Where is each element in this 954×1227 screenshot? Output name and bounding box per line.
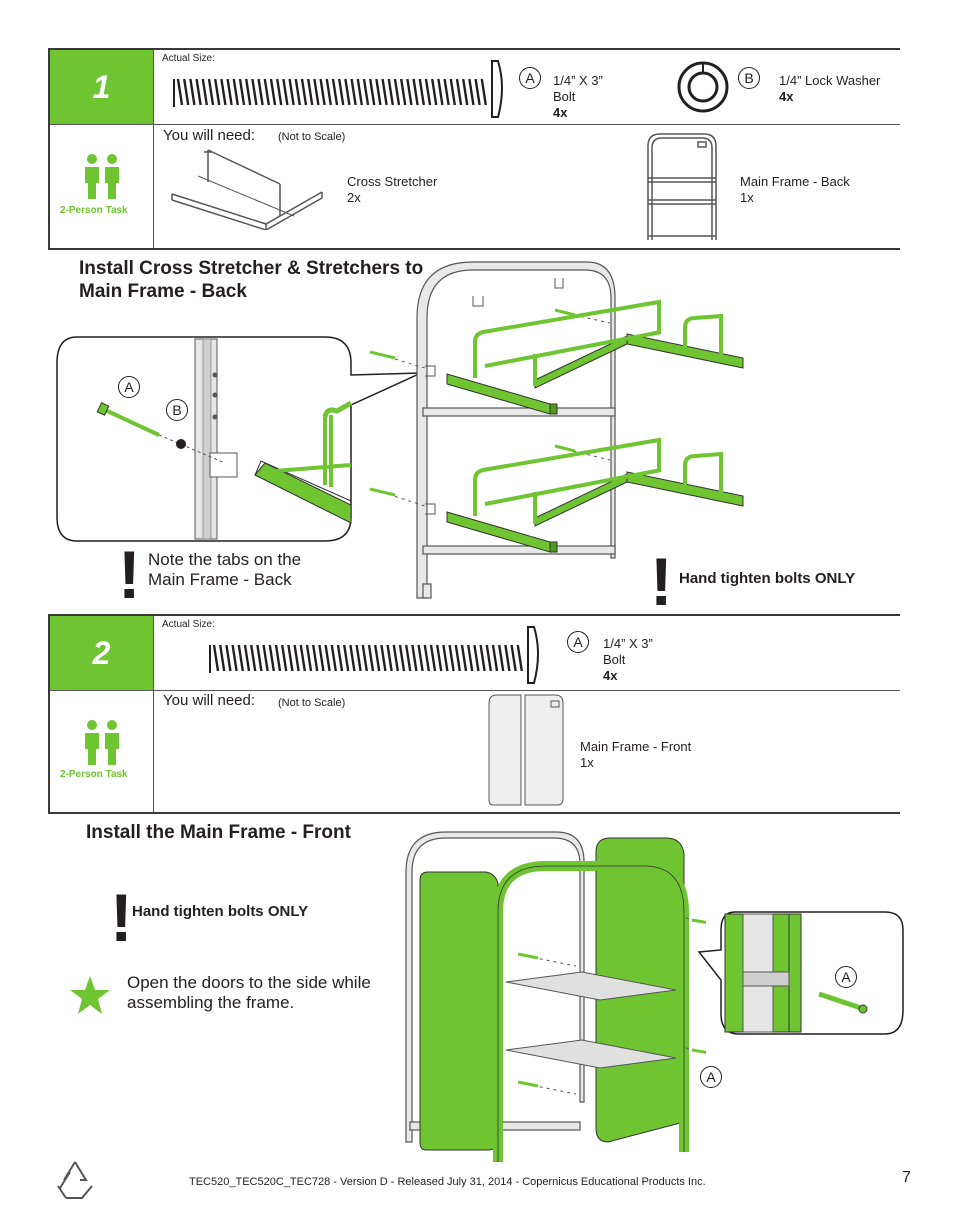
main-frame-front-thumbnail [488,694,564,806]
actual-size-label: Actual Size: [162,619,215,630]
tip-line: assembling the frame. [127,993,295,1012]
item-name: Main Frame - Back [740,174,850,189]
main-frame-front-item: Main Frame - Front 1x [580,739,691,771]
step-2-assembly-drawing [405,831,706,1162]
step-2-heading: Install the Main Frame - Front [86,822,351,843]
step-1-panel: 1 Actual Size: A 1/4” X 3” Bolt 4x B 1/4… [48,48,900,250]
callout-b-badge: B [166,399,188,421]
step-1-assembly-drawing [369,261,744,599]
part-a-desc: 1/4” X 3” Bolt 4x [603,636,653,684]
step-number: 1 [50,50,153,124]
you-will-need-label: You will need: [163,127,256,144]
hand-tighten-warning: Hand tighten bolts ONLY [132,903,309,920]
step-1-heading: Install Cross Stretcher & Stretchers to … [79,257,423,303]
cross-stretcher-item: Cross Stretcher 2x [347,174,437,206]
actual-size-label: Actual Size: [162,53,215,64]
callout-a-badge: A [118,376,140,398]
cross-stretcher-thumbnail [171,149,323,230]
part-a-badge: A [519,67,541,89]
item-qty: 1x [740,190,754,205]
step-number: 2 [50,616,153,690]
part-a-size: 1/4” X 3” [553,73,603,88]
warning-exclamation-icon: ! [118,537,141,613]
item-name: Cross Stretcher [347,174,438,189]
note-line: Note the tabs on the [148,550,302,569]
two-person-task-label: 2-Person Task [60,205,128,216]
part-b-size: 1/4” Lock Washer [779,73,881,88]
part-b-desc: 1/4” Lock Washer 4x [779,73,880,105]
divider [50,690,900,691]
main-frame-back-item: Main Frame - Back 1x [740,174,850,206]
warning-exclamation-icon: ! [110,880,133,956]
note-line: Main Frame - Back [148,570,292,589]
two-person-task-label: 2-Person Task [60,769,128,780]
tabs-note: Note the tabs on the Main Frame - Back [148,550,301,590]
page-number: 7 [902,1169,911,1186]
not-to-scale-label: (Not to Scale) [278,697,346,709]
part-a-type: Bolt [603,652,626,667]
zoom-detail-callout [56,336,422,542]
divider [50,124,900,125]
divider [153,50,154,248]
not-to-scale-label: (Not to Scale) [278,131,346,143]
star-tip-icon [70,976,110,1014]
bolt-actual-size-icon [173,60,503,118]
callout-a-badge: A [700,1066,722,1088]
part-a-desc: 1/4” X 3” Bolt 4x [553,73,603,121]
part-a-qty: 4x [603,668,618,683]
part-b-qty: 4x [779,89,794,104]
zoom-detail-callout [697,911,904,1035]
warning-exclamation-icon: ! [650,544,673,620]
heading-line: Main Frame - Back [79,281,247,302]
bolt-actual-size-icon [209,626,539,684]
main-frame-back-thumbnail [647,133,717,240]
part-a-badge: A [567,631,589,653]
recycle-icon [57,1161,93,1199]
item-qty: 2x [347,190,361,205]
item-name: Main Frame - Front [580,739,692,754]
you-will-need-label: You will need: [163,692,256,709]
two-person-icon [85,720,119,765]
lock-washer-icon [677,61,729,113]
part-a-type: Bolt [553,89,576,104]
callout-a-badge: A [835,966,857,988]
two-person-icon [85,154,119,199]
tip-line: Open the doors to the side while [127,973,371,992]
hand-tighten-warning: Hand tighten bolts ONLY [679,570,856,587]
part-a-size: 1/4” X 3” [603,636,653,651]
footer-text: TEC520_TEC520C_TEC728 - Version D - Rele… [189,1176,706,1188]
item-qty: 1x [580,755,594,770]
heading-line: Install Cross Stretcher & Stretchers to [79,258,424,279]
tip-text: Open the doors to the side while assembl… [127,973,371,1013]
divider [153,616,154,812]
part-a-qty: 4x [553,105,568,120]
step-2-panel: 2 Actual Size: A 1/4” X 3” Bolt 4x 2-Per… [48,614,900,814]
part-b-badge: B [738,67,760,89]
